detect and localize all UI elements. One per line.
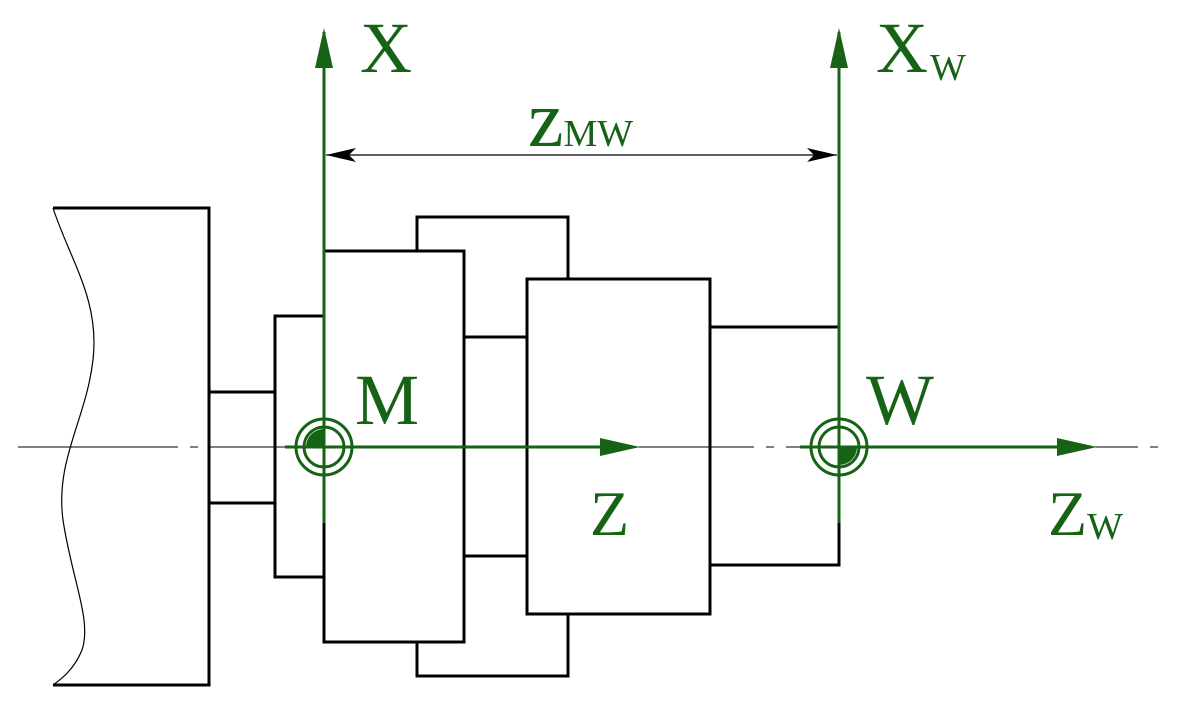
xw-axis-label-main: X <box>876 8 928 88</box>
spindle-neck <box>209 390 275 505</box>
machine-zero-symbol <box>294 417 354 477</box>
workpiece-zero-symbol <box>809 417 869 477</box>
dimension-zmw-sub: MW <box>564 113 634 155</box>
zw-axis-label: ZW <box>1048 478 1123 549</box>
xw-axis-arrow <box>830 28 848 68</box>
x-axis-arrow <box>315 28 333 68</box>
dimension-line-zmw <box>326 148 837 162</box>
jaw-bottom <box>415 614 570 678</box>
z-axis-label: Z <box>590 478 629 549</box>
zw-axis-label-main: Z <box>1048 478 1087 549</box>
jaw-top <box>415 215 570 279</box>
dimension-zmw-label: zMW <box>528 76 633 164</box>
dimension-zmw-main: z <box>528 76 564 164</box>
chuck-flange <box>273 314 324 579</box>
xw-axis-label: XW <box>876 8 966 89</box>
workpiece-zero-label: W <box>866 360 934 440</box>
zw-axis-arrow <box>1057 438 1097 456</box>
spindle-housing <box>52 206 211 687</box>
xw-axis-label-sub: W <box>930 47 966 89</box>
machine-zero-label: M <box>355 360 419 440</box>
z-axis-arrow <box>600 438 640 456</box>
workpiece-small-section <box>710 325 841 567</box>
x-axis-label: X <box>360 8 412 88</box>
zw-axis-label-sub: W <box>1087 506 1123 548</box>
chuck-connector <box>464 335 527 558</box>
